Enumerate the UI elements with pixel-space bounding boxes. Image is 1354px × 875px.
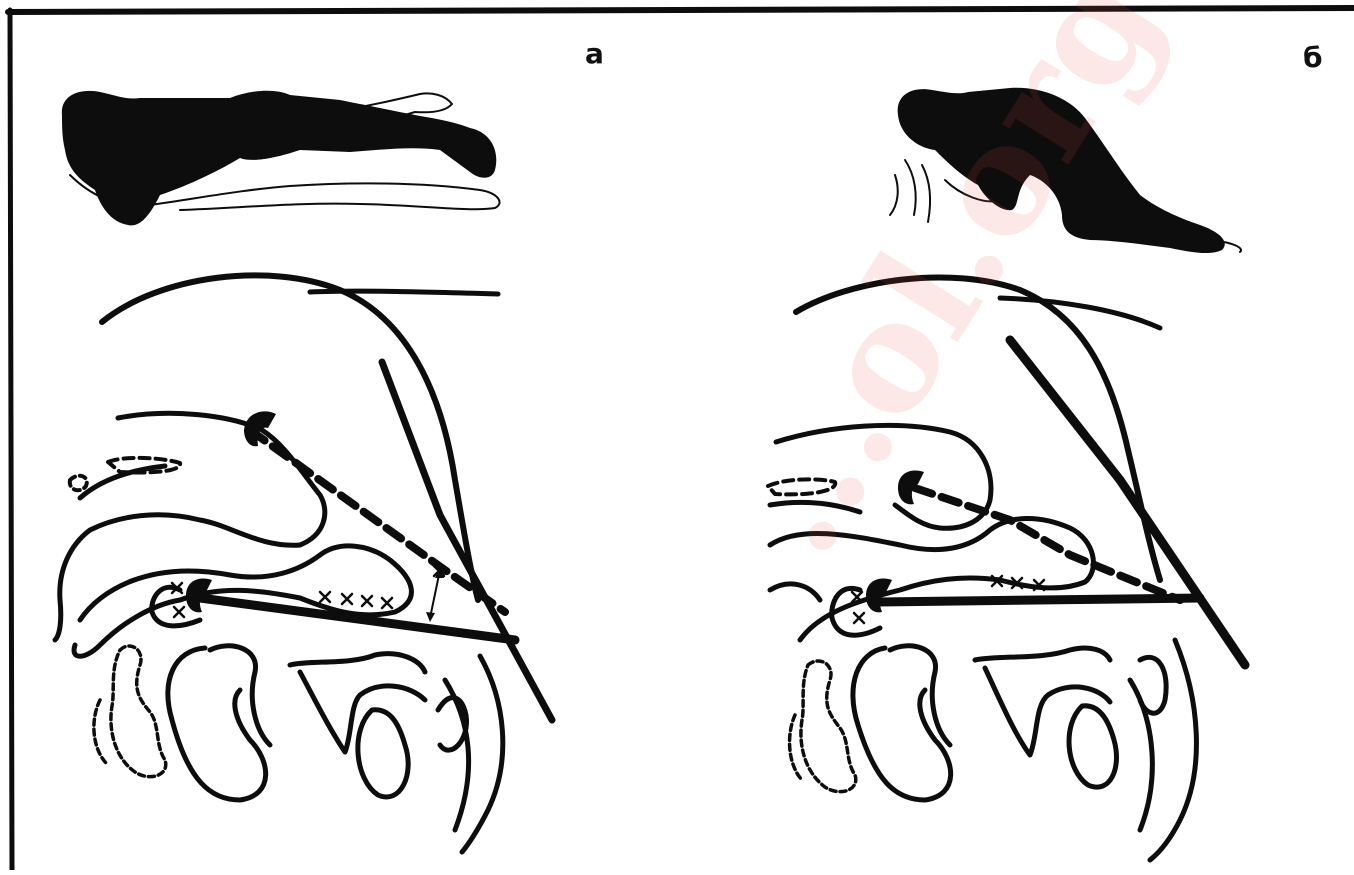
panel-b-figure-silhouette bbox=[890, 88, 1241, 253]
panel-a bbox=[55, 91, 552, 852]
panel-b bbox=[768, 88, 1245, 860]
panel-a-figure-silhouette bbox=[62, 91, 500, 226]
panel-b-pelvic-section bbox=[768, 277, 1245, 860]
panel-label-a: а bbox=[585, 40, 604, 68]
panel-a-pelvic-section bbox=[55, 275, 552, 852]
panel-label-b: б bbox=[1303, 44, 1323, 72]
